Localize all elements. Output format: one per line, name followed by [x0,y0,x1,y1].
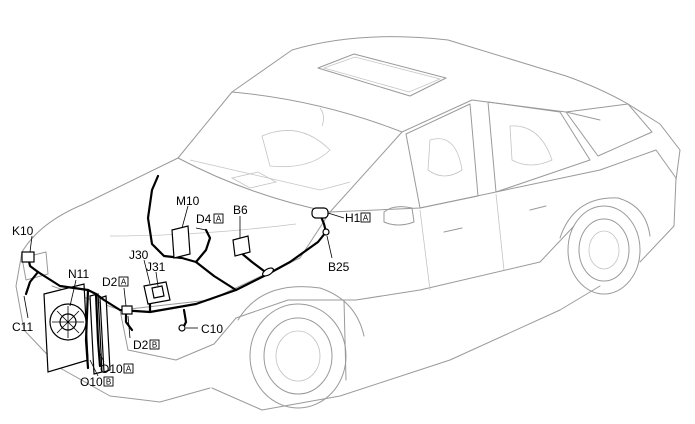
label-o10b: O10 B [80,375,114,389]
component-b25 [322,228,330,236]
label-b25: B25 [328,260,350,274]
label-h1: H1 A [345,211,371,225]
label-d2b-suffix-box [149,339,160,350]
label-m10: M10 [176,194,200,208]
label-o10b-suffix: B [106,378,111,387]
label-o10a-suffix-box [123,363,134,374]
component-d2 [121,305,133,315]
label-o10b-suffix-box [103,376,114,387]
component-j30-j31 [143,281,171,305]
component-h1 [311,207,329,219]
label-b6-text: B6 [233,203,248,217]
label-m10-text: M10 [176,194,200,208]
label-d2b-text: D2 [133,338,149,352]
component-inline-connector [261,267,275,277]
component-c10 [178,324,186,332]
label-d4-suffix-box [213,213,224,224]
label-d2a-suffix: A [121,278,127,287]
label-h1-suffix-box [360,212,371,223]
label-d2b: D2 B [133,338,160,352]
label-j31: J31 [146,260,166,274]
label-k10-text: K10 [12,224,34,238]
label-n11-text: N11 [68,267,89,281]
label-d4-text: D4 [196,212,212,226]
label-c11: C11 [12,320,33,334]
label-k10: K10 [12,224,34,238]
label-d2a-text: D2 [102,275,118,289]
label-d4-suffix: A [216,215,222,224]
label-o10a-text: O10 [100,362,123,376]
label-j30-text: J30 [129,248,149,262]
label-b6: B6 [233,203,248,217]
component-m10 [171,225,191,259]
label-h1-suffix: A [363,214,369,223]
component-k10 [21,251,35,263]
label-c10-text: C10 [201,322,223,336]
label-d2a: D2 A [102,275,129,289]
label-h1-text: H1 [345,211,361,225]
leader-lines [23,205,345,377]
label-c10: C10 [201,322,223,336]
label-d2a-suffix-box [118,276,129,287]
label-o10b-text: O10 [80,375,103,389]
label-o10a-suffix: A [126,365,132,374]
label-d2b-suffix: B [152,341,157,350]
label-d4: D4 A [196,212,224,226]
label-c11-text: C11 [12,320,33,334]
label-j31-text: J31 [146,260,166,274]
label-n11: N11 [68,267,89,281]
label-b25-text: B25 [328,260,350,274]
label-o10a: O10 A [100,362,134,376]
component-b6 [232,235,251,257]
label-j30: J30 [129,248,149,262]
